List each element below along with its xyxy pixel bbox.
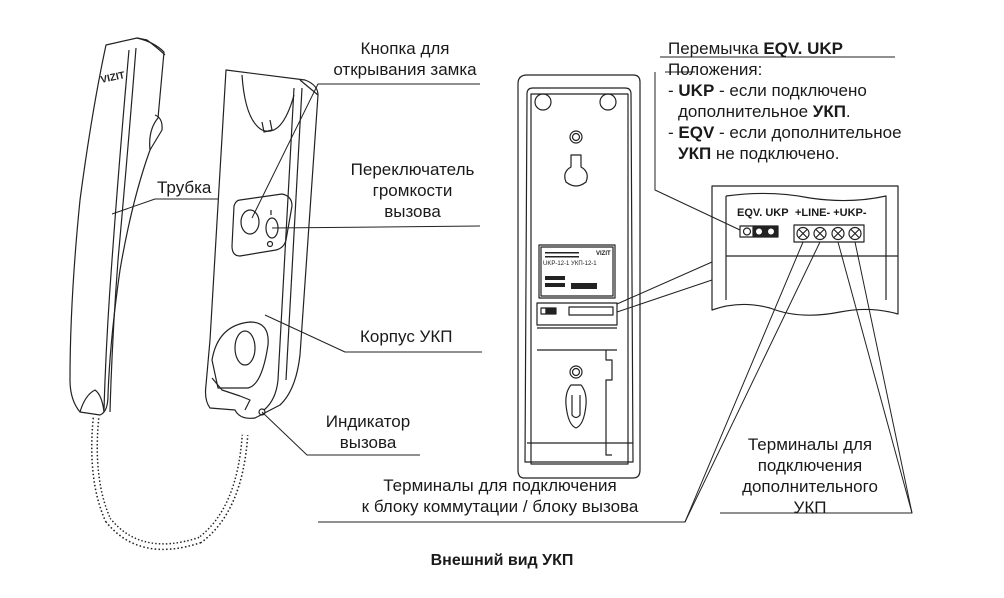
jumper-note-ukp-line: - UKP - если подключено — [668, 80, 902, 101]
extra-terminals-line4: УКП — [793, 498, 827, 517]
base-unit-drawing — [204, 69, 319, 419]
vizit-logo: VIZIT — [100, 70, 126, 86]
main-terminals-callout: Терминалы для подключения к блоку коммут… — [318, 475, 682, 517]
extra-terminals-line3: дополнительного — [742, 477, 878, 496]
unlock-button-line2: открывания замка — [333, 60, 477, 79]
jumper-note-positions: Положения: — [668, 60, 763, 79]
terminal-detail-box — [711, 185, 899, 316]
ukp-dash: - — [668, 81, 679, 100]
volume-switch-callout: Переключатель громкости вызова — [345, 159, 480, 222]
figure-caption: Внешний вид УКП — [430, 552, 574, 569]
housing-callout: Корпус УКП — [360, 327, 453, 346]
leader-lines — [111, 56, 913, 523]
extra-terminals-callout: Терминалы для подключения дополнительног… — [725, 434, 895, 518]
volume-switch-line2: громкости — [372, 181, 453, 200]
volume-switch-line3: вызова — [384, 202, 441, 221]
ukp-bold: UKP — [678, 81, 715, 100]
jumper-label: EQV. UKP — [737, 207, 789, 219]
eqv-bold2: УКП — [678, 144, 712, 163]
jumper-note-title: Перемычка EQV. UKP — [668, 38, 902, 59]
eqv-bold: EQV — [678, 123, 715, 142]
back-view-drawing — [517, 74, 641, 479]
call-indicator-line2: вызова — [339, 433, 397, 452]
main-terminals-line2: к блоку коммутации / блоку вызова — [361, 497, 639, 516]
volume-switch-line1: Переключатель — [350, 160, 475, 179]
ukp-bold2: УКП — [812, 102, 846, 121]
eqv-text: - если дополнительное — [714, 123, 902, 142]
call-indicator-line1: Индикатор — [325, 412, 411, 431]
unlock-button-callout: Кнопка для открывания замка — [330, 38, 480, 80]
jumper-note-title-bold: EQV. UKP — [763, 39, 844, 58]
jumper-note: Перемычка EQV. UKP Положения: - UKP - ес… — [668, 38, 902, 164]
ukp-text: - если подключено — [714, 81, 867, 100]
jumper-note-eqv-line2: УКП не подключено. — [668, 143, 902, 164]
handset-drawing — [69, 37, 166, 416]
ukp-text2: дополнительное — [678, 102, 813, 121]
handset-label: Трубка — [157, 178, 212, 197]
eqv-dash: - — [668, 123, 679, 142]
screw-terminals — [796, 226, 862, 241]
nameplate-details — [545, 252, 597, 289]
jumper-note-eqv-line: - EQV - если дополнительное — [668, 122, 902, 143]
extra-terminals-line1: Терминалы для — [747, 435, 873, 454]
eqv-text2: не подключено. — [711, 144, 840, 163]
jumper-note-title-prefix: Перемычка — [668, 39, 764, 58]
coiled-cord — [91, 417, 249, 551]
main-terminals-line1: Терминалы для подключения — [383, 476, 617, 495]
ukp-end: . — [845, 102, 851, 121]
nameplate-brand: VIZIT — [596, 251, 611, 257]
terminal-polarity-label: +LINE- +UKP- — [795, 207, 867, 219]
nameplate-model: UKP-12-1 УКП-12-1 — [543, 261, 597, 267]
extra-terminals-line2: подключения — [757, 456, 863, 475]
jumper-note-ukp-line2: дополнительное УКП. — [668, 101, 902, 122]
unlock-button-line1: Кнопка для — [360, 39, 450, 58]
call-indicator-callout: Индикатор вызова — [318, 411, 418, 453]
